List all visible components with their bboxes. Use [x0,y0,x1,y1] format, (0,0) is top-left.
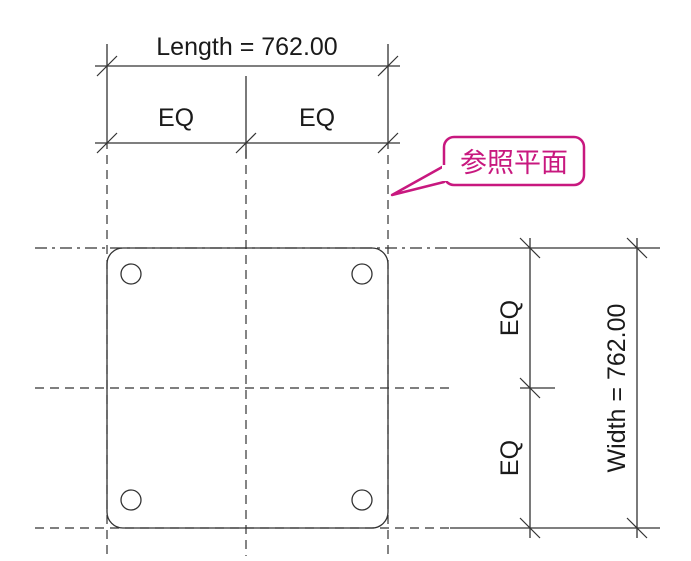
callout-label: 参照平面 [460,148,568,179]
width-label: Width = 762.00 [603,304,631,473]
eq-label-top-right: EQ [299,104,335,132]
eq-label-top-left: EQ [158,104,194,132]
eq-label-right-lower: EQ [496,440,524,476]
eq-dimension-horizontal[interactable] [95,76,400,158]
callout-box [442,135,586,187]
bolt-hole-bottom-left[interactable] [120,489,142,511]
bolt-hole-top-left[interactable] [120,263,142,285]
base-plate-outline[interactable] [106,247,389,529]
bolt-hole-bottom-right[interactable] [351,489,373,511]
eq-dimension-vertical[interactable] [450,237,555,539]
width-dimension[interactable] [555,237,660,539]
length-label: Length = 762.00 [156,33,337,61]
callout-pointer [390,164,446,197]
callout-joint-mask [442,165,448,181]
reference-plane-callout [390,135,586,197]
eq-label-right-upper: EQ [496,300,524,336]
length-dimension[interactable] [95,44,400,140]
bolt-hole-top-right[interactable] [351,263,373,285]
